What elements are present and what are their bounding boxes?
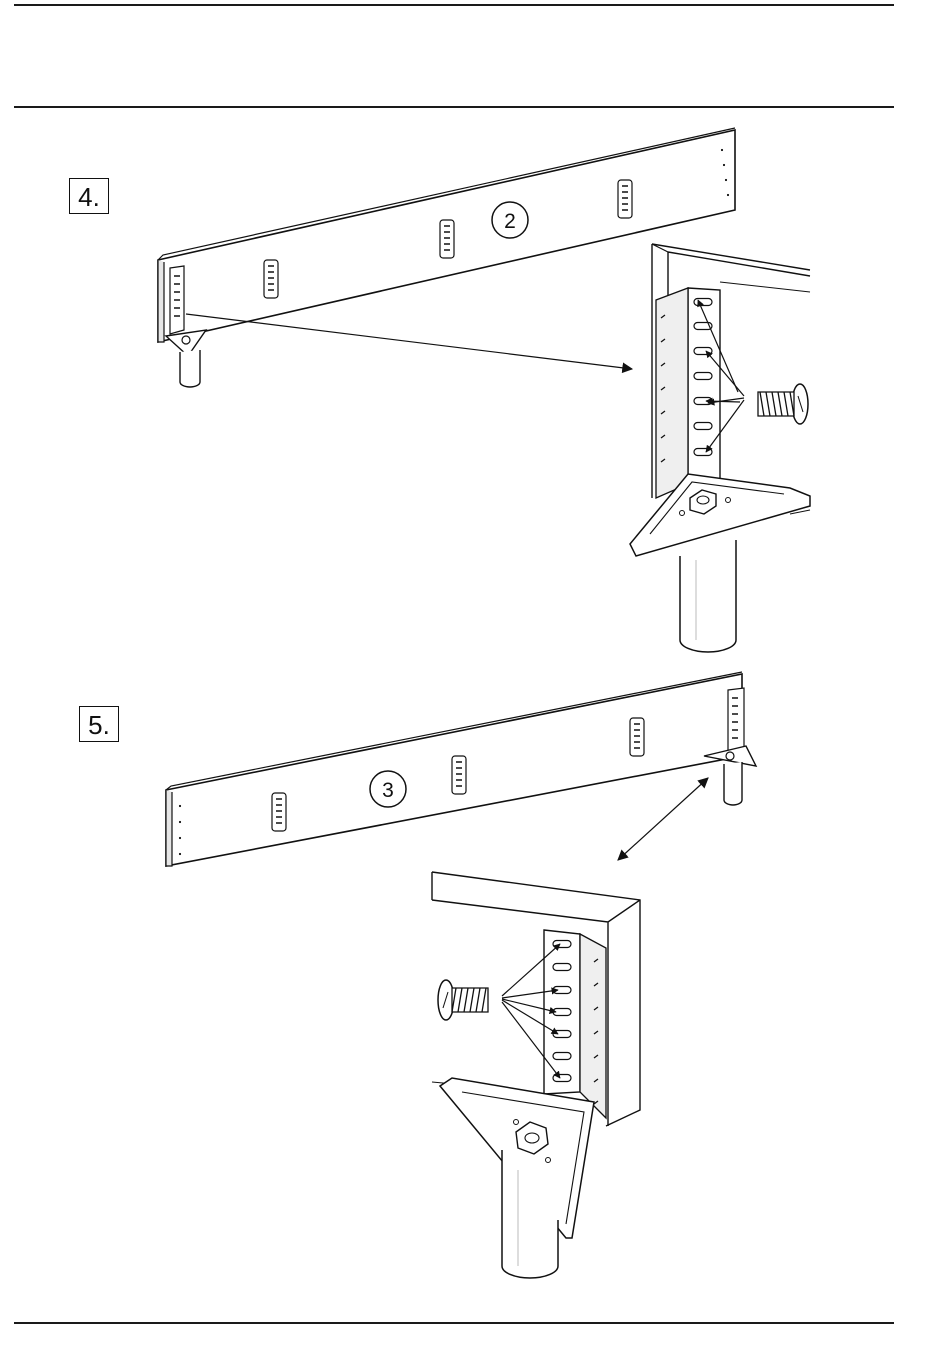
slot-plate: [264, 260, 278, 298]
slot-plate: [452, 756, 466, 794]
step-4-leader-arrow: [186, 314, 632, 369]
slot-plate: [272, 793, 286, 831]
slot-plate: [630, 718, 644, 756]
detail-corner-bracket-step-4: [630, 244, 810, 652]
bolt-icon: [758, 384, 808, 424]
part-2-number: 2: [504, 210, 516, 233]
detail-corner-bracket-step-5: [432, 872, 640, 1278]
part-3-number: 3: [382, 779, 394, 802]
rail-part-3: 3: [166, 672, 756, 866]
slot-plate: [618, 180, 632, 218]
rail-part-2: 2: [158, 128, 735, 387]
slot-plate: [440, 220, 454, 258]
step-5-leader-arrow: [618, 778, 708, 860]
bolt-icon: [438, 980, 488, 1020]
